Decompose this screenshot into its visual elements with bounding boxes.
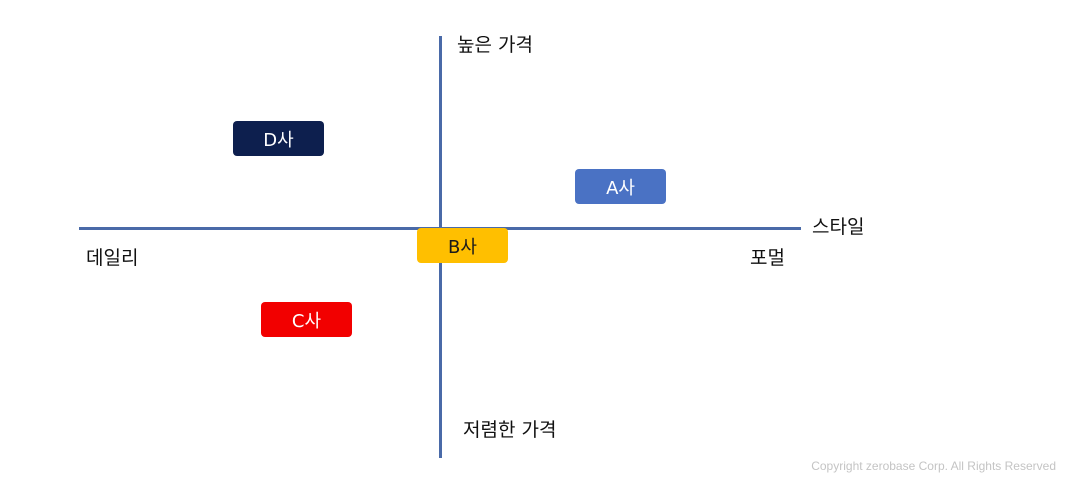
company-c-box: C사 xyxy=(261,302,352,337)
bottom-axis-label: 저렴한 가격 xyxy=(463,419,557,441)
left-axis-label: 데일리 xyxy=(86,247,139,269)
company-d-box: D사 xyxy=(233,121,324,156)
right-axis-label-lower: 포멀 xyxy=(750,247,785,269)
right-axis-label-upper: 스타일 xyxy=(812,216,865,238)
copyright-footer: Copyright zerobase Corp. All Rights Rese… xyxy=(811,459,1056,473)
top-axis-label: 높은 가격 xyxy=(457,34,533,56)
company-b-box: B사 xyxy=(417,228,508,263)
company-a-box: A사 xyxy=(575,169,666,204)
